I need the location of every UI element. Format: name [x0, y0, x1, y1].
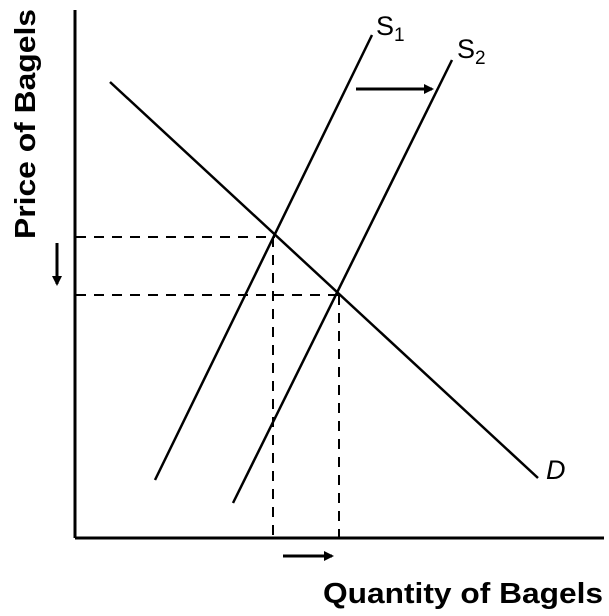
s2-label: S2	[457, 34, 486, 69]
s1-subscript: 1	[394, 25, 405, 46]
s2-subscript: 2	[475, 48, 486, 69]
supply-curve-s2	[231, 59, 454, 504]
d-label: D	[546, 455, 566, 485]
supply-curve-s1	[153, 34, 374, 481]
demand-curve	[109, 81, 539, 479]
y-axis-title: Price of Bagels	[10, 9, 42, 239]
s2-letter: S	[457, 34, 475, 64]
s1-label: S1	[376, 11, 405, 46]
x-axis-title: Quantity of Bagels	[323, 578, 603, 610]
s1-letter: S	[376, 11, 394, 41]
